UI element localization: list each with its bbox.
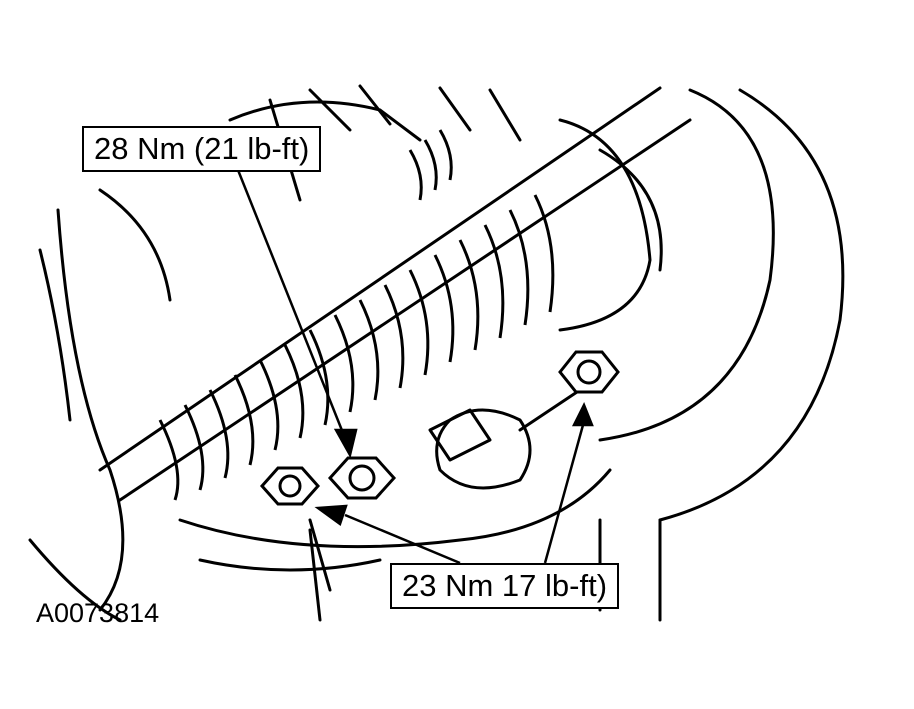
sensor-lead (518, 388, 582, 432)
nut-middle (327, 456, 397, 500)
lower-vertical-1 (308, 528, 322, 622)
frame-curve-right-outer (658, 88, 845, 522)
torque-callout-upper: 28 Nm (21 lb-ft) (82, 126, 322, 172)
bracket-line-b (358, 84, 392, 126)
nut-right (558, 350, 620, 394)
torque-callout-lower-text: 23 Nm 17 lb-ft) (402, 568, 608, 603)
arrowhead-top (333, 428, 358, 459)
arrowhead-bottom-left (314, 504, 348, 527)
torque-callout-lower: 23 Nm 17 lb-ft) (390, 563, 620, 609)
housing-right (558, 118, 652, 332)
torque-callout-upper-text: 28 Nm (21 lb-ft) (94, 131, 310, 166)
body-contour-left (56, 208, 125, 612)
housing-right-inner (598, 148, 663, 272)
leader-bottom-left (344, 513, 461, 565)
frame-rail-top (98, 86, 662, 472)
bracket-line-d (488, 88, 522, 142)
stud-lower (308, 518, 332, 592)
leader-lines (236, 169, 594, 565)
leader-bottom-right (543, 424, 585, 564)
body-contour-upper-left (98, 188, 172, 302)
frame-curve-right (598, 88, 775, 442)
nut-left (259, 466, 321, 506)
arrowhead-bottom-right (571, 401, 594, 427)
leader-top (236, 169, 347, 439)
lower-shroud-2 (198, 558, 382, 572)
connector-tab (428, 408, 492, 462)
bracket-upper (228, 100, 422, 142)
lower-shroud (178, 468, 612, 549)
nuts (259, 350, 620, 506)
figure-id: A0073814 (36, 598, 160, 628)
frame-rail-bottom (118, 118, 692, 502)
body-contour-left-2 (38, 248, 72, 422)
bracket-line-c (438, 86, 472, 132)
body-contour-bottom-left (28, 538, 122, 622)
bellows-boot (158, 129, 555, 501)
bracket-line-a (308, 88, 352, 132)
connector-body (435, 408, 532, 490)
